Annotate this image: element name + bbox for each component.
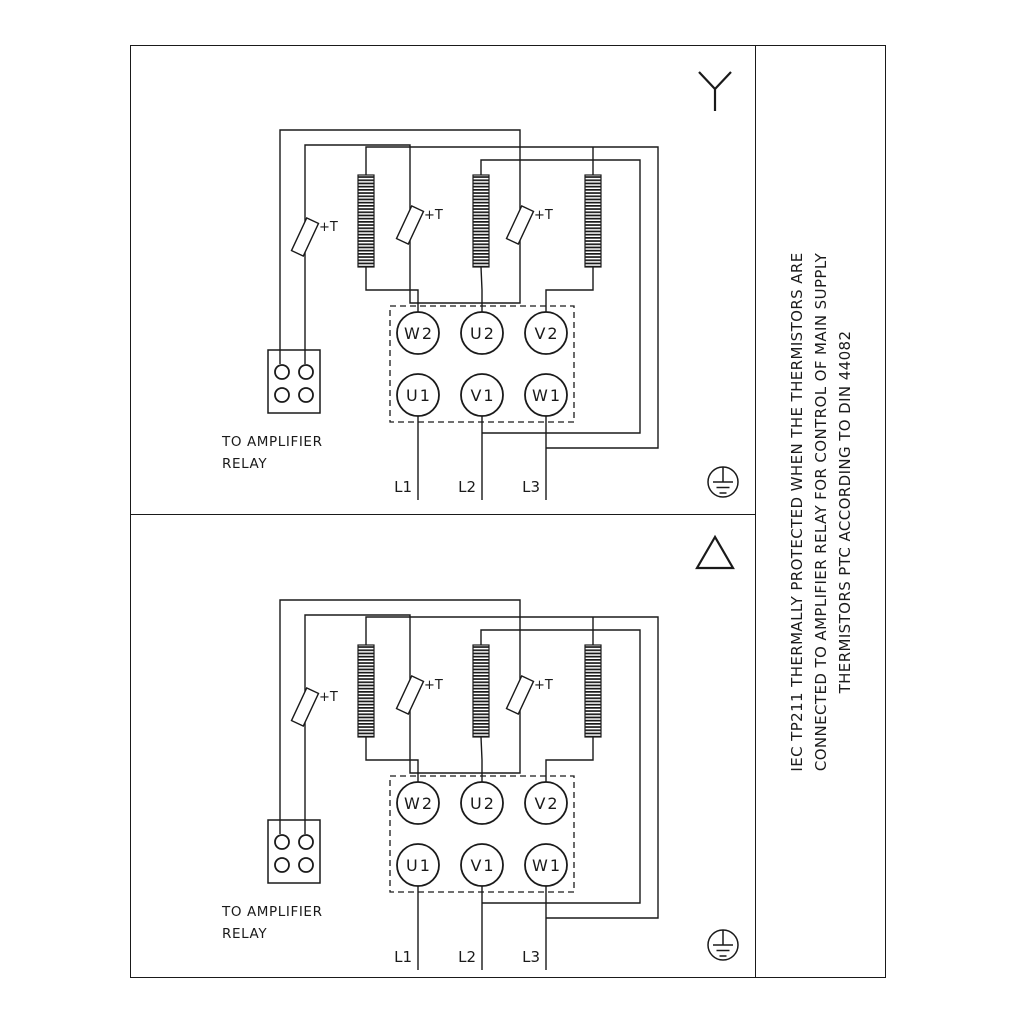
earth-ground-icon [707,466,739,498]
terminal-board-outline [389,775,575,893]
note-line-2: CONNECTED TO AMPLIFIER RELAY FOR CONTROL… [812,252,830,771]
relay-caption-line1: TO AMPLIFIER [221,434,323,450]
thermistor-icon: +T [290,217,338,257]
thermistor-label: +T [534,678,553,693]
terminal-w1: W1 [532,856,562,875]
supply-l2: L2 [458,948,476,966]
thermistor-symbols: +T +T +T [290,675,553,727]
winding-bar-1 [357,644,375,738]
relay-caption-line2: RELAY [222,456,267,472]
thermistor-icon: +T [505,675,553,715]
relay-caption-line1: TO AMPLIFIER [221,904,323,920]
thermistor-label: +T [319,690,338,705]
star-icon [698,71,732,111]
earth-ground-icon [707,929,739,961]
terminal-board-outline [389,305,575,423]
terminal-v1: V1 [470,386,495,405]
terminal-u1: U1 [406,386,432,405]
diagram-frame [130,45,886,978]
terminal-w2: W2 [404,794,434,813]
thermistor-icon: +T [395,205,443,245]
supply-labels: L1 L2 L3 [394,948,540,966]
terminal-u2: U2 [470,794,496,813]
terminal-v2: V2 [534,794,559,813]
amplifier-relay-box [267,819,321,884]
motor-winding-bars [357,174,602,268]
star-connection-panel: +T +T +T TO AMPLIFIER RELAY [221,71,739,500]
supply-l1: L1 [394,478,412,496]
thermistor-icon: +T [290,687,338,727]
terminal-v1: V1 [470,856,495,875]
terminal-u1: U1 [406,856,432,875]
winding-wires [365,616,659,970]
panel-divider [130,514,756,515]
thermistor-circuit-wire [279,129,521,364]
winding-wires [365,146,659,500]
rotated-note-text: IEC TP211 THERMALLY PROTECTED WHEN THE T… [785,252,857,771]
supply-l2: L2 [458,478,476,496]
amplifier-relay-box [267,349,321,414]
supply-l1: L1 [394,948,412,966]
thermistor-symbols: +T +T +T [290,205,553,257]
winding-bar-2 [472,174,490,268]
terminal-w2: W2 [404,324,434,343]
thermistor-label: +T [424,678,443,693]
thermistor-label: +T [424,208,443,223]
terminal-circles: W2 U2 V2 U1 V1 W1 [396,311,568,417]
delta-icon [695,534,735,570]
thermistor-circuit-wire [279,599,521,834]
note-line-3: THERMISTORS PTC ACCORDING TO DIN 44082 [836,330,854,693]
note-line-1: IEC TP211 THERMALLY PROTECTED WHEN THE T… [788,251,806,772]
motor-winding-bars [357,644,602,738]
thermistor-icon: +T [395,675,443,715]
thermistor-label: +T [319,220,338,235]
winding-bar-2 [472,644,490,738]
winding-bar-1 [357,174,375,268]
thermistor-icon: +T [505,205,553,245]
thermistor-label: +T [534,208,553,223]
terminal-w1: W1 [532,386,562,405]
supply-labels: L1 L2 L3 [394,478,540,496]
side-note-column: IEC TP211 THERMALLY PROTECTED WHEN THE T… [755,45,886,978]
terminal-u2: U2 [470,324,496,343]
supply-l3: L3 [522,948,540,966]
winding-bar-3 [584,174,602,268]
supply-l3: L3 [522,478,540,496]
terminal-v2: V2 [534,324,559,343]
delta-connection-panel: +T +T +T TO AMPLIFIER RELAY [221,534,739,970]
terminal-circles: W2 U2 V2 U1 V1 W1 [396,781,568,887]
relay-caption-line2: RELAY [222,926,267,942]
winding-bar-3 [584,644,602,738]
